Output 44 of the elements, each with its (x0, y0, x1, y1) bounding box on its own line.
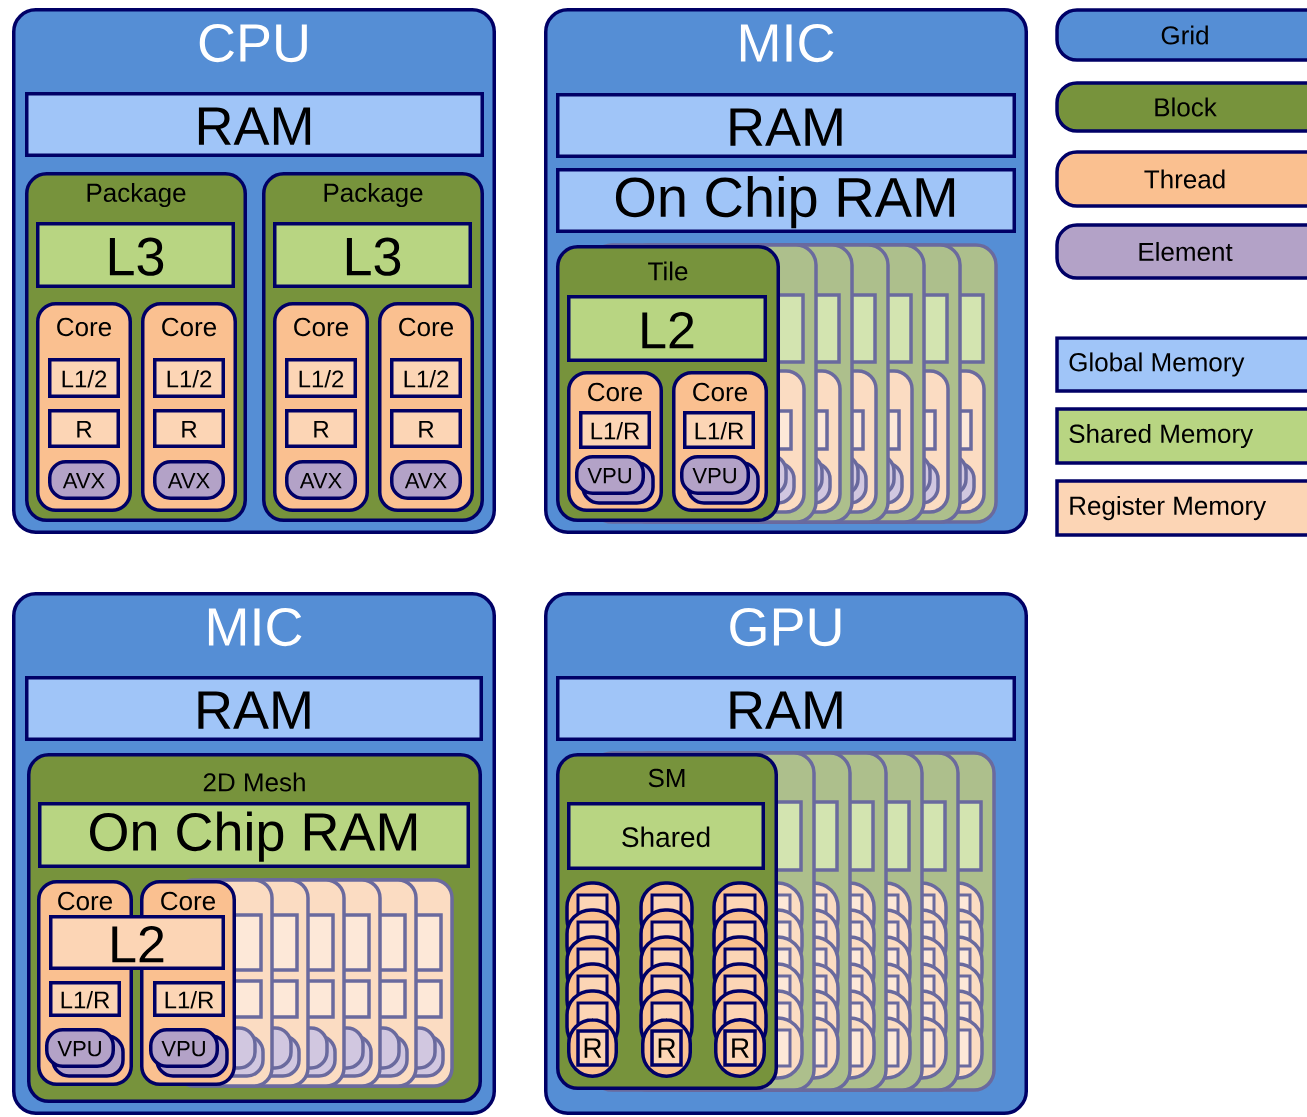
register-pill: R (639, 881, 694, 1078)
vector-unit-pill: VPU (575, 455, 655, 505)
cache-box: L3 (36, 222, 235, 288)
vector-unit-pill: AVX (153, 460, 225, 500)
cache-box: L1/2 (390, 358, 462, 398)
register-box: R (390, 409, 462, 448)
memory-box: RAM (25, 676, 483, 741)
vector-unit-pill: VPU (149, 1028, 229, 1078)
cache-box: L1/R (683, 411, 755, 449)
cache-box: L1/R (579, 411, 651, 449)
cache-box: Shared (567, 802, 765, 870)
node-label: R (584, 1038, 602, 1058)
legend-item: Global Memory (1055, 336, 1307, 393)
cache-box: L1/2 (48, 358, 120, 398)
register-box: R (285, 409, 357, 448)
legend-item: Thread (1055, 150, 1307, 208)
memory-box: On Chip RAM (38, 802, 470, 868)
register-box: R (153, 409, 225, 448)
cache-box: L3 (273, 222, 472, 288)
memory-box: RAM (556, 93, 1016, 158)
cache-box: L1/2 (153, 358, 225, 398)
vector-unit-pill: AVX (390, 460, 462, 500)
cache-box: L1/R (49, 981, 121, 1017)
vector-unit-pill: AVX (285, 460, 357, 500)
register-pill: R (712, 881, 768, 1078)
register-pill: R (565, 881, 620, 1078)
vector-unit-pill: VPU (680, 455, 760, 505)
legend-item: Element (1055, 223, 1307, 280)
node-label: R (732, 1038, 749, 1058)
legend-item: Register Memory (1055, 479, 1307, 537)
legend-item: Block (1055, 81, 1307, 133)
vector-unit-pill: VPU (45, 1028, 125, 1078)
memory-box: RAM (556, 676, 1016, 741)
node-label: R (658, 1038, 676, 1058)
cache-box: L2 (567, 295, 767, 362)
legend-item: Shared Memory (1055, 407, 1307, 465)
register-box: R (48, 409, 120, 448)
memory-box: On Chip RAM (556, 168, 1016, 233)
memory-box: RAM (25, 92, 484, 157)
cache-box: L1/2 (285, 358, 357, 398)
cache-box: L1/R (153, 981, 225, 1017)
vector-unit-pill: AVX (48, 460, 120, 500)
cache-box: L2 (49, 915, 225, 970)
legend-item: Grid (1055, 8, 1307, 62)
